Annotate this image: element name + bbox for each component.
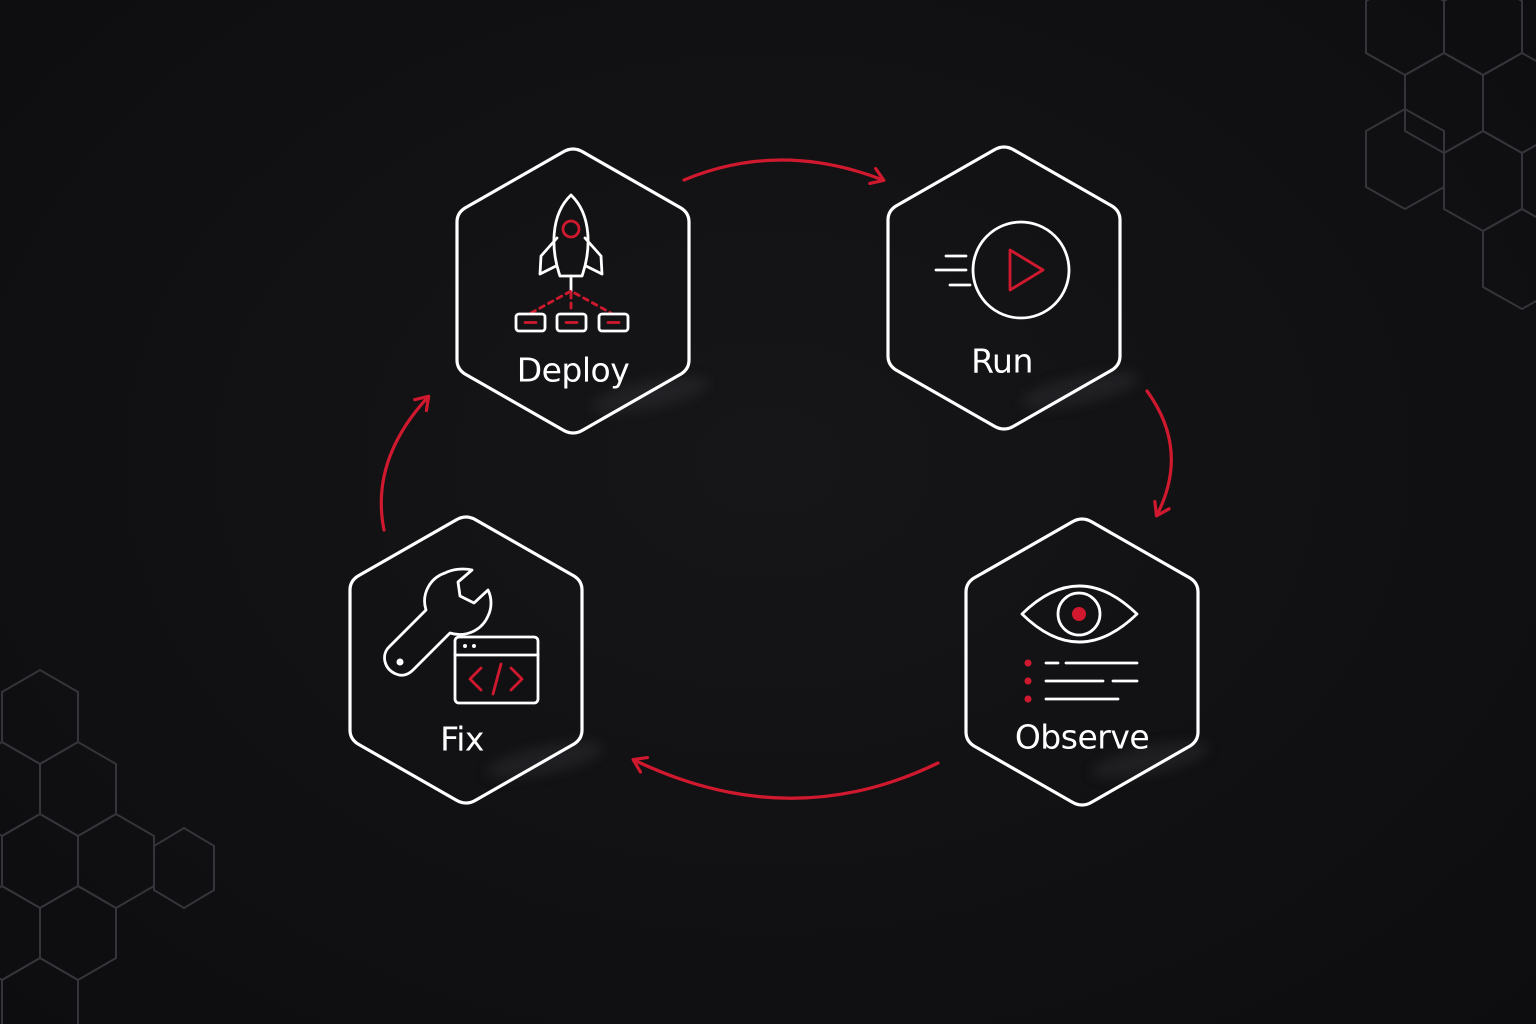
honeycomb-decor-top-right (1324, 0, 1536, 311)
rocket-icon (514, 193, 630, 333)
honeycomb-decor-bottom-left (0, 668, 215, 1024)
code-window-icon (453, 635, 540, 705)
play-icon (934, 220, 1071, 320)
arrow-run-to-observe (1145, 389, 1173, 518)
stage-label-deploy: Deploy (516, 350, 630, 390)
cycle-arrows (379, 158, 1173, 800)
arrow-observe-to-fix (631, 755, 940, 800)
stage-label-run: Run (971, 341, 1033, 381)
hexagon-run (886, 145, 1122, 431)
hexagon-deploy (455, 147, 691, 435)
stage-run (886, 145, 1122, 431)
stage-observe (964, 517, 1200, 807)
arrow-fix-to-deploy (379, 394, 431, 532)
hexagon-fix (348, 515, 584, 805)
hexagon-observe (964, 517, 1200, 807)
stage-deploy (455, 147, 691, 435)
log-lines-icon (1024, 659, 1139, 703)
stage-fix (348, 515, 584, 805)
arrow-deploy-to-run (682, 158, 886, 186)
stage-label-observe: Observe (1014, 717, 1150, 757)
stage-label-fix: Fix (440, 719, 484, 759)
wrench-icon (383, 567, 493, 677)
eye-icon (1020, 584, 1139, 644)
